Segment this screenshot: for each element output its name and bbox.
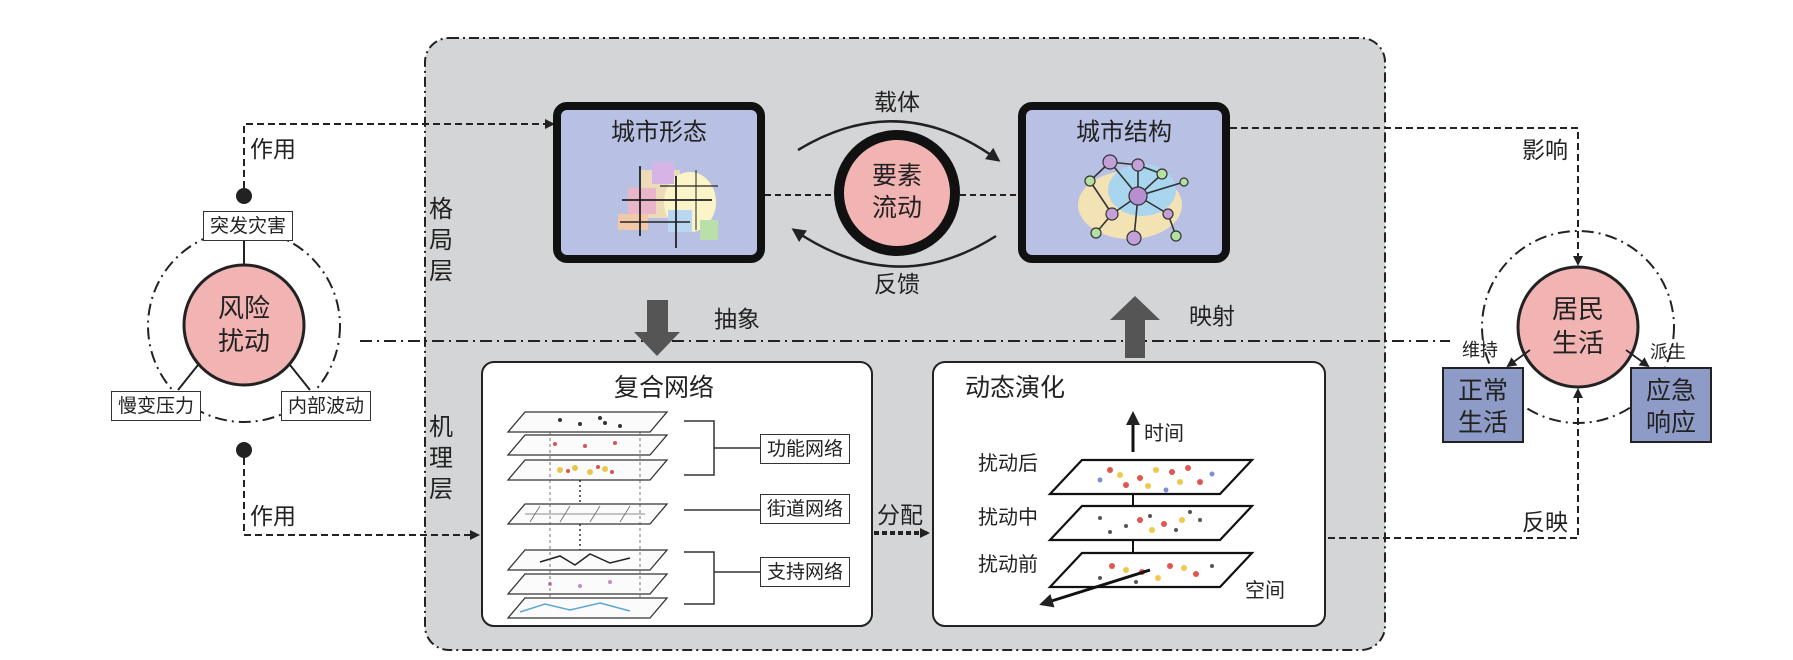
derive-label: 派生 (1650, 342, 1686, 363)
urban-structure-label: 城市结构 (1076, 118, 1172, 146)
normal-life-label-2: 生活 (1458, 408, 1508, 437)
urban-form-map-icon (618, 162, 718, 248)
reflect-label: 反映 (1522, 510, 1568, 536)
network-layer-details (519, 416, 645, 613)
risk-label-2: 扰动 (218, 327, 270, 357)
during-label: 扰动中 (978, 505, 1038, 529)
evolution-plane-dots (1097, 465, 1215, 584)
reflect-arrow (1328, 388, 1583, 539)
normal-life-box (1442, 367, 1524, 443)
sudden-disaster-tag: 突发灾害 (203, 211, 294, 241)
mechanism-layer-1: 机 (429, 413, 453, 441)
resident-label-1: 居民 (1552, 295, 1604, 325)
act-bottom-arrow (243, 458, 480, 540)
network-brackets (684, 420, 760, 605)
internal-fluctuation-tag: 内部波动 (281, 391, 372, 421)
influence-arrow (1230, 127, 1583, 266)
flow-label-2: 流动 (872, 193, 922, 222)
flow-circle (844, 140, 950, 246)
urban-form-label: 城市形态 (611, 118, 707, 146)
abstract-arrow (634, 300, 680, 356)
normal-life-label-1: 正常 (1458, 376, 1508, 405)
mapping-arrow (1110, 296, 1160, 358)
resident-orbit (1481, 230, 1675, 424)
space-axis (1039, 568, 1151, 608)
urban-structure-network-icon (1078, 154, 1189, 246)
emergency-box (1630, 367, 1712, 443)
influence-label: 影响 (1522, 138, 1568, 164)
risk-orbit (147, 229, 341, 423)
maintain-label: 维持 (1462, 340, 1498, 361)
network-layer-stack (506, 411, 669, 619)
carrier-arrow (797, 120, 1001, 162)
after-label: 扰动后 (978, 451, 1038, 475)
risk-label-1: 风险 (218, 294, 270, 324)
top-dot (236, 188, 252, 204)
risk-circle (182, 263, 306, 387)
mechanism-layer-3: 层 (429, 475, 453, 503)
slow-pressure-tag: 慢变压力 (111, 391, 202, 421)
functional-network-tag: 功能网络 (760, 434, 851, 464)
composite-network-title: 复合网络 (614, 373, 714, 402)
dynamic-evolution-title: 动态演化 (965, 373, 1065, 402)
act-top-arrow (243, 119, 555, 188)
pattern-layer-1: 格 (429, 195, 453, 223)
carrier-label: 载体 (874, 90, 920, 116)
act-top-label: 作用 (250, 137, 296, 163)
evolution-planes (1047, 458, 1255, 589)
mechanism-layer-2: 理 (429, 444, 453, 472)
time-label: 时间 (1144, 421, 1184, 445)
support-network-tag: 支持网络 (760, 557, 851, 587)
resident-circle (1516, 265, 1640, 389)
flow-label-1: 要素 (872, 161, 922, 190)
pattern-layer-3: 层 (429, 257, 453, 285)
bottom-dot (236, 442, 252, 458)
emergency-label-2: 响应 (1646, 408, 1696, 437)
mapping-label: 映射 (1189, 304, 1235, 330)
abstract-label: 抽象 (714, 307, 760, 333)
before-label: 扰动前 (978, 552, 1038, 576)
pattern-layer-2: 局 (429, 226, 453, 254)
space-label: 空间 (1245, 578, 1285, 602)
street-network-tag: 街道网络 (760, 494, 851, 524)
allocate-label: 分配 (877, 503, 923, 529)
feedback-label: 反馈 (874, 272, 920, 298)
resident-label-2: 生活 (1552, 329, 1604, 359)
act-bottom-label: 作用 (250, 504, 296, 530)
emergency-label-1: 应急 (1646, 376, 1696, 405)
feedback-arrow (791, 228, 997, 268)
